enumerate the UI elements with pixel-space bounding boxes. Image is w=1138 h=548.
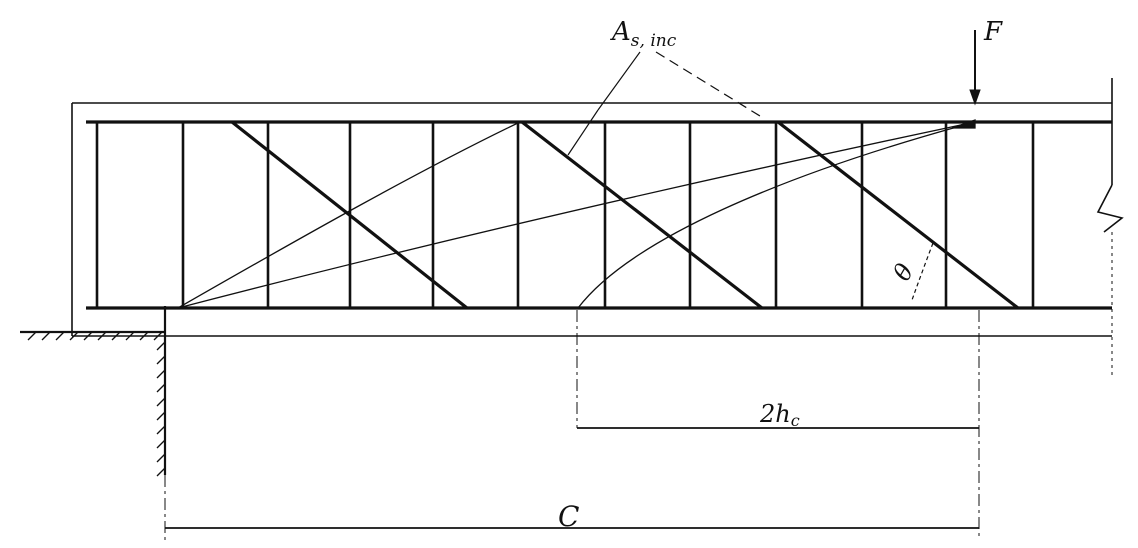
crack-lines xyxy=(177,119,976,309)
inclined-bars xyxy=(231,120,1019,310)
inclined-bar xyxy=(231,120,468,310)
crack-line xyxy=(177,121,976,309)
load-point-bearing xyxy=(951,119,976,129)
dimension-2hc xyxy=(576,310,980,540)
angle-label: θ xyxy=(888,259,920,286)
force-arrow xyxy=(969,30,981,106)
inclined-bar xyxy=(777,120,1019,310)
dimension-label-2hc: 2hc xyxy=(759,400,800,430)
crack-line xyxy=(577,121,976,309)
support-hatching xyxy=(27,331,166,477)
break-line-symbol xyxy=(1096,184,1124,233)
inclined-bar-area-label: As, inc xyxy=(610,17,677,51)
stirrups xyxy=(95,122,1035,308)
dimension-c xyxy=(164,475,979,540)
angle-arc xyxy=(911,242,934,301)
crack-line xyxy=(177,121,521,309)
inclined-bar-leaders xyxy=(567,51,761,156)
force-label: F xyxy=(983,17,1003,47)
longitudinal-bars xyxy=(86,120,1112,310)
dimension-label-c: C xyxy=(558,500,579,533)
beam-outline xyxy=(71,78,1124,375)
force-arrowhead xyxy=(969,89,981,106)
inclined-bar xyxy=(521,120,763,310)
left-support xyxy=(20,306,167,477)
